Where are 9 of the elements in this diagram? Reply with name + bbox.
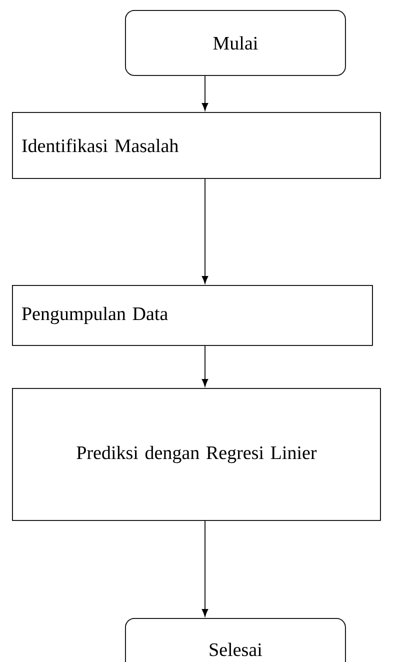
process-box: Pengumpulan Data	[12, 285, 373, 346]
process-box: Prediksi dengan Regresi Linier	[12, 388, 381, 521]
start-terminal: Mulai	[125, 10, 346, 76]
arrow	[202, 520, 208, 617]
arrow	[202, 345, 208, 387]
process-box: Identifikasi Masalah	[12, 112, 381, 179]
arrow	[202, 75, 208, 111]
arrow	[202, 178, 208, 284]
end-terminal: Selesai	[125, 618, 346, 662]
